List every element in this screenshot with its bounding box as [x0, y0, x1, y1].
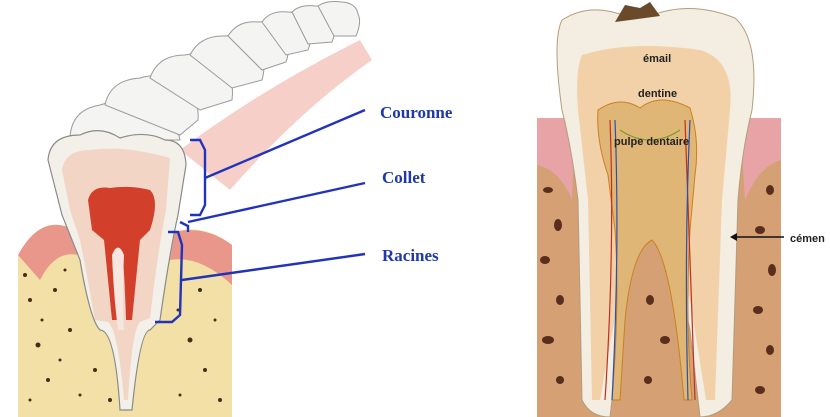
label-couronne: Couronne — [380, 103, 453, 122]
label-cement: cémen — [790, 233, 825, 245]
right-tooth-illustration: émail dentine pulpe dentaire cémen — [537, 2, 825, 417]
label-racines: Racines — [382, 246, 439, 265]
label-collet: Collet — [382, 168, 426, 187]
left-tooth-illustration: Couronne Collet Racines — [18, 2, 453, 417]
label-email: émail — [643, 53, 671, 65]
label-dentine: dentine — [638, 88, 677, 100]
label-pulpe-dentaire: pulpe dentaire — [614, 136, 689, 148]
